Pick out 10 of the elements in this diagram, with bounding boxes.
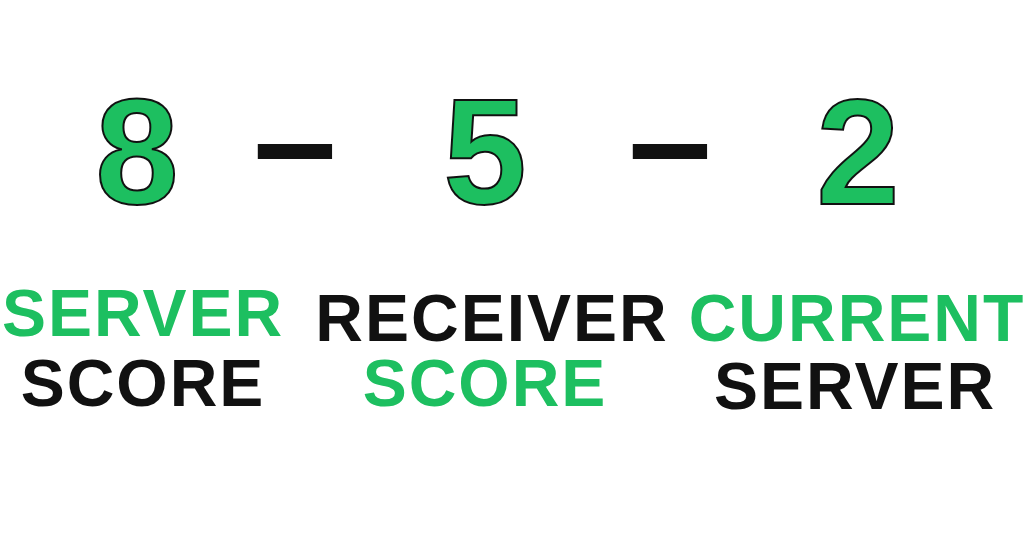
score-caption: SERVER — [713, 353, 997, 419]
score-number: 8 — [95, 77, 179, 227]
score-number: 5 — [443, 77, 527, 227]
separator-dash: – — [253, 65, 337, 215]
score-caption: SCORE — [20, 350, 266, 416]
separator-dash: – — [628, 65, 712, 215]
score-caption: RECEIVER — [315, 285, 669, 351]
score-caption: SERVER — [1, 280, 285, 346]
score-caption: SCORE — [362, 350, 608, 416]
score-number: 2 — [816, 77, 900, 227]
